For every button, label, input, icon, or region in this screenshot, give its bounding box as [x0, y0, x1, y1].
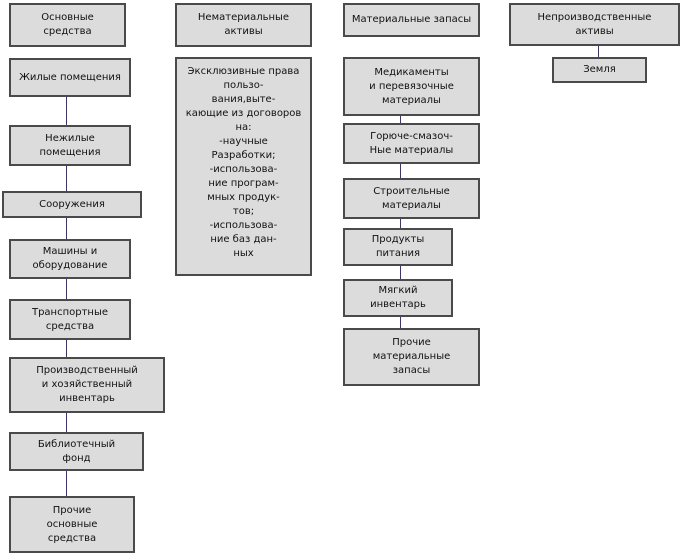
connector-inv-5: [400, 317, 401, 328]
connector-inv-4: [400, 266, 401, 279]
connector-inv-3: [400, 219, 401, 228]
connector-fixed-6: [66, 413, 67, 432]
fixed-item-other: Прочие основные средства: [9, 496, 135, 553]
intangible-item-exclusive-rights: Эксклюзивные права пользо- вания,выте- к…: [175, 57, 312, 276]
fixed-item-structures: Сооружения: [2, 191, 142, 218]
inv-item-other: Прочие материальные запасы: [343, 328, 480, 386]
header-intangible-assets: Нематериальные активы: [175, 3, 312, 47]
nonprod-item-land: Земля: [552, 57, 647, 83]
connector-fixed-5: [66, 340, 67, 357]
fixed-item-nonresidential: Нежилые помещения: [9, 125, 131, 166]
fixed-item-machinery: Машины и оборудование: [9, 239, 131, 279]
header-nonproduction-assets: Непроизводственные активы: [509, 3, 680, 46]
connector-fixed-3: [66, 218, 67, 239]
fixed-item-transport: Транспортные средства: [9, 299, 131, 340]
connector-fixed-2: [66, 166, 67, 191]
fixed-item-equipment: Производственный и хозяйственный инвента…: [9, 357, 165, 413]
connector-fixed-1: [66, 97, 67, 125]
inv-item-medicines: Медикаменты и перевязочные материалы: [343, 57, 480, 116]
inv-item-food: Продукты питания: [343, 228, 453, 266]
connector-fixed-4: [66, 279, 67, 299]
connector-inv-1: [400, 116, 401, 123]
fixed-item-residential: Жилые помещения: [9, 58, 131, 97]
inv-item-fuels: Горюче-смазоч- Ные материалы: [343, 123, 480, 164]
header-fixed-assets: Основные средства: [9, 3, 126, 47]
connector-nonprod-1: [598, 46, 599, 57]
connector-fixed-7: [66, 471, 67, 496]
connector-inv-2: [400, 164, 401, 178]
inv-item-soft-inventory: Мягкий инвентарь: [343, 279, 453, 317]
fixed-item-library: Библиотечный фонд: [9, 432, 144, 471]
inv-item-building: Строительные материалы: [343, 178, 480, 219]
header-inventories: Материальные запасы: [343, 3, 480, 37]
